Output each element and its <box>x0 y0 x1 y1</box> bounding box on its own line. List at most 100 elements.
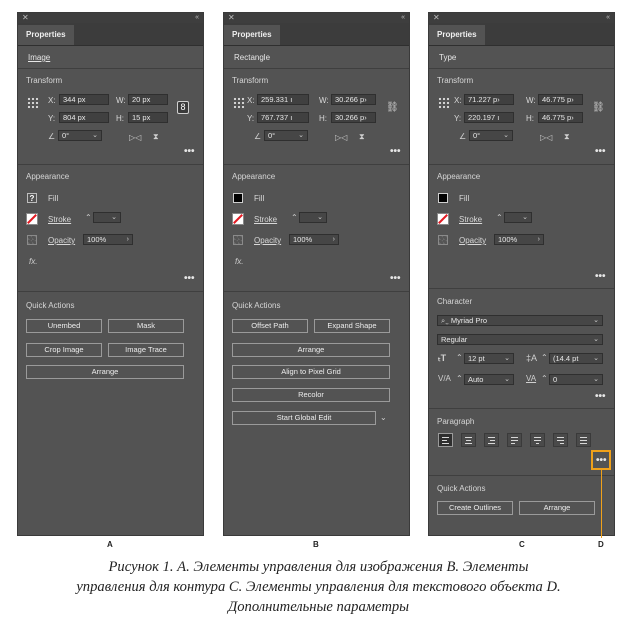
collapse-icon[interactable]: « <box>606 14 610 21</box>
stroke-swatch-icon[interactable] <box>26 213 38 225</box>
arrange-button[interactable]: Arrange <box>232 343 390 357</box>
tab-properties[interactable]: Properties <box>224 25 280 45</box>
start-global-edit-button[interactable]: Start Global Edit <box>232 411 376 425</box>
object-type-label[interactable]: Image <box>28 53 51 62</box>
flip-horizontal-icon[interactable]: ▷◁ <box>335 133 348 142</box>
fx-icon[interactable]: fx. <box>235 257 244 266</box>
arrange-button[interactable]: Arrange <box>26 365 184 379</box>
stroke-weight-dropdown[interactable]: ⌄ <box>504 212 532 223</box>
opacity-label[interactable]: Opacity <box>48 236 76 245</box>
stroke-label[interactable]: Stroke <box>459 215 483 224</box>
font-family-dropdown[interactable]: ⌕⌄ Myriad Pro⌄ <box>437 315 603 326</box>
stroke-weight-dropdown[interactable]: ⌄ <box>299 212 327 223</box>
fill-swatch-icon[interactable] <box>438 193 448 203</box>
h-field[interactable]: 46.775 p› <box>538 112 583 123</box>
stroke-swatch-icon[interactable] <box>232 213 244 225</box>
kerning-stepper-icon[interactable]: ⌃ <box>456 374 463 383</box>
stroke-stepper-icon[interactable]: ⌃ <box>85 213 92 222</box>
more-options-icon[interactable]: ••• <box>595 391 606 402</box>
create-outlines-button[interactable]: Create Outlines <box>437 501 513 515</box>
arrange-button[interactable]: Arrange <box>519 501 595 515</box>
leading-stepper-icon[interactable]: ⌃ <box>541 353 548 362</box>
y-field[interactable]: 220.197 ı <box>464 112 514 123</box>
reference-point-icon[interactable] <box>233 97 245 109</box>
rotate-angle-dropdown[interactable]: 0°⌄ <box>469 130 513 141</box>
flip-horizontal-icon[interactable]: ▷◁ <box>129 133 142 142</box>
justify-center-icon[interactable] <box>530 433 545 447</box>
tracking-dropdown[interactable]: 0⌄ <box>549 374 603 385</box>
stroke-stepper-icon[interactable]: ⌃ <box>291 213 298 222</box>
font-style-dropdown[interactable]: Regular⌄ <box>437 334 603 345</box>
close-icon[interactable]: ✕ <box>22 13 29 22</box>
justify-right-icon[interactable] <box>553 433 568 447</box>
tab-properties[interactable]: Properties <box>18 25 74 45</box>
more-options-icon[interactable]: ••• <box>596 455 607 466</box>
opacity-dropdown[interactable]: 100%› <box>289 234 339 245</box>
unlinked-proportions-icon[interactable]: ⛓ <box>592 102 605 113</box>
tracking-stepper-icon[interactable]: ⌃ <box>541 374 548 383</box>
close-icon[interactable]: ✕ <box>228 13 235 22</box>
flip-horizontal-icon[interactable]: ▷◁ <box>540 133 553 142</box>
opacity-dropdown[interactable]: 100%› <box>83 234 133 245</box>
x-field[interactable]: 71.227 p› <box>464 94 514 105</box>
more-options-icon[interactable]: ••• <box>390 146 401 157</box>
w-field[interactable]: 30.266 p› <box>331 94 376 105</box>
font-size-stepper-icon[interactable]: ⌃ <box>456 353 463 362</box>
align-left-icon[interactable] <box>438 433 453 447</box>
w-field[interactable]: 20 px <box>128 94 168 105</box>
opacity-label[interactable]: Opacity <box>254 236 282 245</box>
kerning-dropdown[interactable]: Auto⌄ <box>464 374 514 385</box>
justify-all-icon[interactable] <box>576 433 591 447</box>
reference-point-icon[interactable] <box>438 97 450 109</box>
unlinked-proportions-icon[interactable]: ⛓ <box>386 102 399 113</box>
stroke-stepper-icon[interactable]: ⌃ <box>496 213 503 222</box>
y-field[interactable]: 804 px <box>59 112 109 123</box>
rotate-angle-dropdown[interactable]: 0°⌄ <box>58 130 102 141</box>
tab-properties[interactable]: Properties <box>429 25 485 45</box>
unembed-button[interactable]: Unembed <box>26 319 102 333</box>
stroke-weight-dropdown[interactable]: ⌄ <box>93 212 121 223</box>
expand-shape-button[interactable]: Expand Shape <box>314 319 390 333</box>
stroke-label[interactable]: Stroke <box>48 215 72 224</box>
y-field[interactable]: 767.737 ı <box>257 112 309 123</box>
close-icon[interactable]: ✕ <box>433 13 440 22</box>
flip-vertical-icon[interactable]: ⧗ <box>564 132 570 141</box>
panel-titlebar[interactable]: ✕ « <box>18 13 203 23</box>
chevron-down-icon[interactable]: ⌄ <box>380 413 387 422</box>
justify-left-icon[interactable] <box>507 433 522 447</box>
fill-swatch-icon[interactable] <box>233 193 243 203</box>
h-field[interactable]: 30.266 p› <box>331 112 376 123</box>
collapse-icon[interactable]: « <box>401 14 405 21</box>
align-right-icon[interactable] <box>484 433 499 447</box>
h-field[interactable]: 15 px <box>128 112 168 123</box>
leading-dropdown[interactable]: (14.4 pt⌄ <box>549 353 603 364</box>
fx-icon[interactable]: fx. <box>29 257 38 266</box>
crop-image-button[interactable]: Crop Image <box>26 343 102 357</box>
collapse-icon[interactable]: « <box>195 14 199 21</box>
fill-swatch-icon[interactable]: ? <box>27 193 37 203</box>
opacity-label[interactable]: Opacity <box>459 236 487 245</box>
align-to-pixel-grid-button[interactable]: Align to Pixel Grid <box>232 365 390 379</box>
stroke-label[interactable]: Stroke <box>254 215 278 224</box>
font-size-dropdown[interactable]: 12 pt⌄ <box>464 353 514 364</box>
w-field[interactable]: 46.775 p› <box>538 94 583 105</box>
flip-vertical-icon[interactable]: ⧗ <box>359 132 365 141</box>
recolor-button[interactable]: Recolor <box>232 388 390 402</box>
mask-button[interactable]: Mask <box>108 319 184 333</box>
more-options-icon[interactable]: ••• <box>184 146 195 157</box>
panel-titlebar[interactable]: ✕ « <box>429 13 614 23</box>
opacity-dropdown[interactable]: 100%› <box>494 234 544 245</box>
flip-vertical-icon[interactable]: ⧗ <box>153 132 159 141</box>
more-options-icon[interactable]: ••• <box>595 271 606 282</box>
rotate-angle-dropdown[interactable]: 0°⌄ <box>264 130 308 141</box>
panel-titlebar[interactable]: ✕ « <box>224 13 409 23</box>
image-trace-button[interactable]: Image Trace <box>108 343 184 357</box>
more-options-icon[interactable]: ••• <box>184 273 195 284</box>
more-options-icon[interactable]: ••• <box>390 273 401 284</box>
offset-path-button[interactable]: Offset Path <box>232 319 308 333</box>
x-field[interactable]: 344 px <box>59 94 109 105</box>
stroke-swatch-icon[interactable] <box>437 213 449 225</box>
reference-point-icon[interactable] <box>27 97 39 109</box>
constrain-proportions-icon[interactable]: 8 <box>177 101 189 114</box>
align-center-icon[interactable] <box>461 433 476 447</box>
